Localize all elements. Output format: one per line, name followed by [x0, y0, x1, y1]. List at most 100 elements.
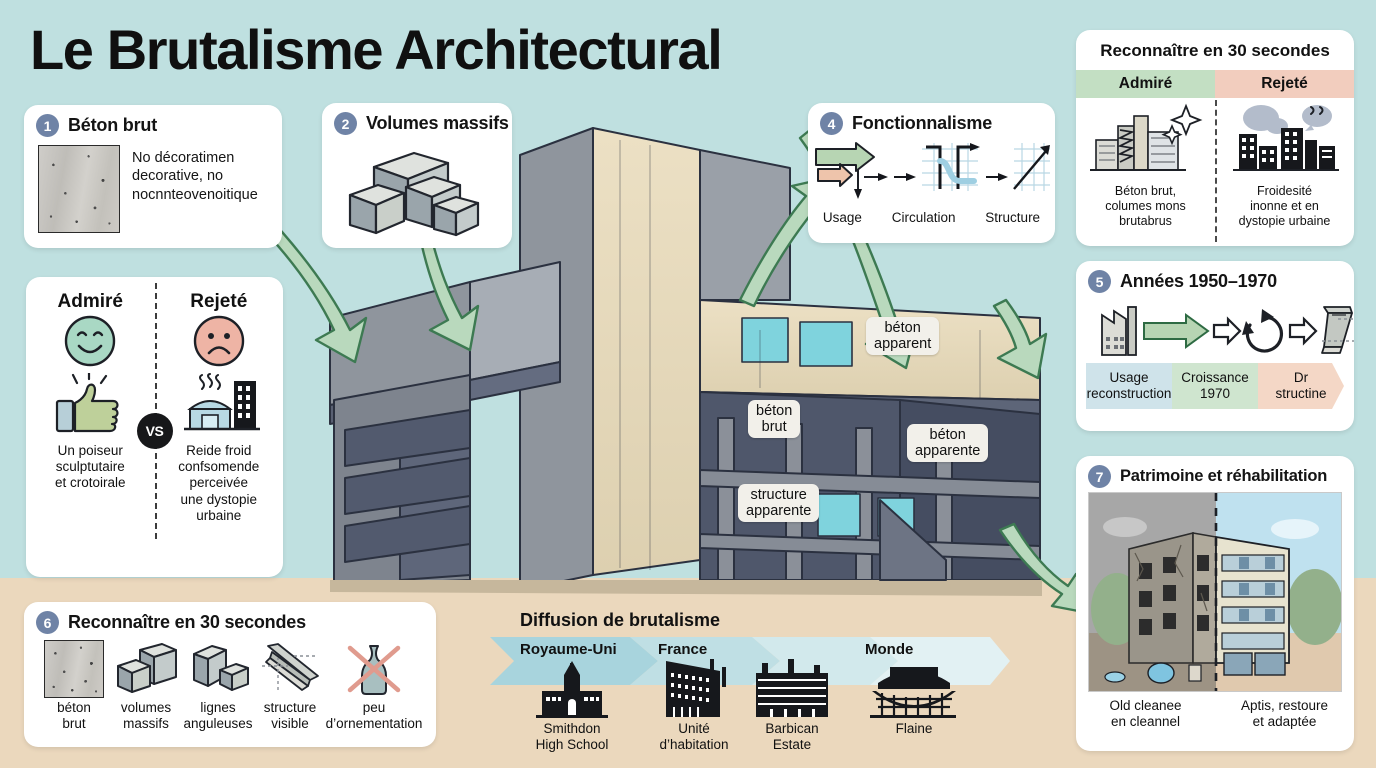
card1-header: 1 Béton brut	[24, 105, 282, 141]
small-arrow-icon	[1212, 316, 1242, 346]
card4-badge: 4	[820, 112, 843, 135]
c6-item-ornement[interactable]: peu d’ornementation	[326, 640, 422, 731]
callout-structure-apparente: structure apparente	[738, 484, 820, 523]
vs-divider	[154, 283, 157, 539]
card6-header: 6 Reconnaître en 30 secondes	[24, 602, 436, 638]
angular-lines-icon	[193, 645, 249, 691]
fonctionnalisme-diagram-icon	[815, 142, 1050, 199]
card-fonctionnalisme[interactable]: 4 Fonctionnalisme	[808, 103, 1055, 243]
vs-right-title: Rejeté	[190, 291, 248, 312]
c6-label-2: lignes anguleuses	[183, 700, 253, 731]
diffusion-region-0: Royaume-Uni	[520, 641, 617, 658]
grid-diagonal-icon	[1013, 143, 1050, 191]
diffusion-building-icons	[536, 659, 956, 718]
ibeam-icon	[262, 643, 319, 691]
vs-right-column: Reide froid confsomende perceivée une dy…	[155, 313, 284, 545]
diffusion-label-3: Flaine	[895, 721, 933, 736]
callout-beton-apparent: béton apparent	[866, 317, 940, 356]
card7-header: 7 Patrimoine et réhabilitation	[1076, 456, 1354, 490]
card6-badge: 6	[36, 611, 59, 634]
c6-label-0: béton brut	[57, 700, 91, 731]
cycle-icon	[1242, 309, 1284, 353]
before-after-building-icon	[1088, 492, 1342, 692]
card5-title: Années 1950–1970	[1120, 271, 1277, 291]
diffusion-label-0: Smithdon High School	[535, 721, 609, 752]
card5-band-1: Croissance 1970	[1172, 363, 1258, 409]
c6-label-4: peu d’ornementation	[325, 700, 423, 731]
card-volumes-massifs[interactable]: 2 Volumes massifs	[322, 103, 512, 248]
dome-structure-icon	[870, 667, 956, 718]
cardTR-left-column: Béton brut, columes mons brutabrus	[1076, 98, 1215, 246]
diffusion-region-1: France	[658, 641, 708, 658]
cardTR-divider	[1215, 100, 1217, 242]
flow-curve-icon	[922, 143, 980, 191]
card2-header: 2 Volumes massifs	[322, 103, 512, 139]
school-building-icon	[536, 661, 608, 718]
vs-chip: VS	[136, 413, 173, 449]
cardTR-right-caption: Froidesité inonne et en dystopie urbaine	[1238, 184, 1331, 228]
card2-badge: 2	[334, 112, 357, 135]
c6-item-structure[interactable]: structure visible	[254, 640, 326, 731]
card7-left-caption: Old cleanee en cleannel	[1109, 698, 1182, 730]
c6-label-3: structure visible	[263, 700, 317, 731]
estate-block-icon	[756, 659, 828, 717]
concrete-texture-icon	[44, 640, 104, 698]
cardTR-right-column: Froidesité inonne et en dystopie urbaine	[1215, 98, 1354, 246]
card5-header: 5 Années 1950–1970	[1076, 261, 1354, 297]
card-reconnaitre-bottom[interactable]: 6 Reconnaître en 30 secondes béton brut	[24, 602, 436, 747]
card-reconnaitre-top[interactable]: Reconnaître en 30 secondes Admiré Rejeté	[1076, 30, 1354, 246]
card6-title: Reconnaître en 30 secondes	[68, 612, 306, 632]
card1-badge: 1	[36, 114, 59, 137]
cardTR-title: Reconnaître en 30 secondes	[1100, 41, 1330, 60]
vs-right-caption: Reide froid confsomende perceivée une dy…	[178, 443, 260, 523]
card5-timeline-icons	[1101, 306, 1354, 356]
smiley-happy-icon	[65, 315, 116, 367]
c6-item-lignes[interactable]: lignes anguleuses	[182, 640, 254, 731]
card4-header: 4 Fonctionnalisme	[808, 103, 1055, 139]
card1-description: No décoratimen decorative, no nocnnteove…	[132, 150, 258, 203]
card1-title: Béton brut	[68, 115, 157, 135]
card5-band-0: Usage reconstruction	[1086, 363, 1172, 409]
cardTR-left-title: Admiré	[1076, 70, 1215, 98]
card-admire-rejete[interactable]: Admiré Rejeté VS Un	[26, 277, 283, 577]
c6-item-beton-brut[interactable]: béton brut	[38, 640, 110, 731]
smiley-sad-icon	[193, 315, 244, 367]
no-ornament-icon	[347, 645, 401, 695]
slab-block-icon	[666, 659, 726, 717]
card5-band-2: Dr structine	[1258, 363, 1344, 409]
diffusion-title: Diffusion de brutalisme	[520, 610, 721, 630]
polluting-skyline-icon	[1232, 105, 1339, 171]
stacked-cubes-icon	[348, 151, 480, 237]
vs-left-title: Admiré	[57, 291, 123, 312]
cardTR-left-caption: Béton brut, columes mons brutabrus	[1105, 184, 1186, 228]
vs-left-column: Un poiseur sculptutaire et crotoirale	[26, 313, 155, 545]
card2-title: Volumes massifs	[366, 113, 509, 133]
card-beton-brut[interactable]: 1 Béton brut No décoratimen decorative, …	[24, 105, 282, 248]
page-title: Le Brutalisme Architectural	[30, 18, 723, 81]
factory-icon	[1101, 306, 1137, 356]
card-annees-1950-1970[interactable]: 5 Années 1950–1970	[1076, 261, 1354, 431]
big-arrow-icon	[1143, 313, 1210, 349]
ibeam-icon	[1321, 306, 1353, 354]
vs-left-caption: Un poiseur sculptutaire et crotoirale	[54, 443, 126, 491]
diffusion-section: Diffusion de brutalisme Royaume-Uni Fran…	[490, 610, 1010, 760]
card4-step-label-0: Usage	[822, 210, 862, 225]
c6-item-volumes[interactable]: volumes massifs	[110, 640, 182, 731]
card7-title: Patrimoine et réhabilitation	[1120, 467, 1328, 485]
card4-step-label-2: Structure	[985, 210, 1041, 225]
diffusion-label-2: Barbican Estate	[765, 721, 819, 752]
card5-badge: 5	[1088, 270, 1111, 293]
sparkle-buildings-icon	[1089, 103, 1202, 171]
arrows-icon	[815, 142, 875, 172]
card7-right-caption: Aptis, restoure et adaptée	[1240, 698, 1329, 730]
small-arrow-icon-2	[1288, 316, 1318, 346]
card7-badge: 7	[1088, 465, 1111, 488]
card4-step-label-1: Circulation	[891, 210, 956, 225]
card4-title: Fonctionnalisme	[852, 113, 993, 133]
diffusion-label-1: Unité d’habitation	[659, 721, 729, 752]
cubes-icon	[117, 643, 177, 693]
card-patrimoine-rehabilitation[interactable]: 7 Patrimoine et réhabilitation	[1076, 456, 1354, 751]
c6-label-1: volumes massifs	[120, 700, 172, 731]
concrete-texture-icon	[38, 145, 120, 233]
